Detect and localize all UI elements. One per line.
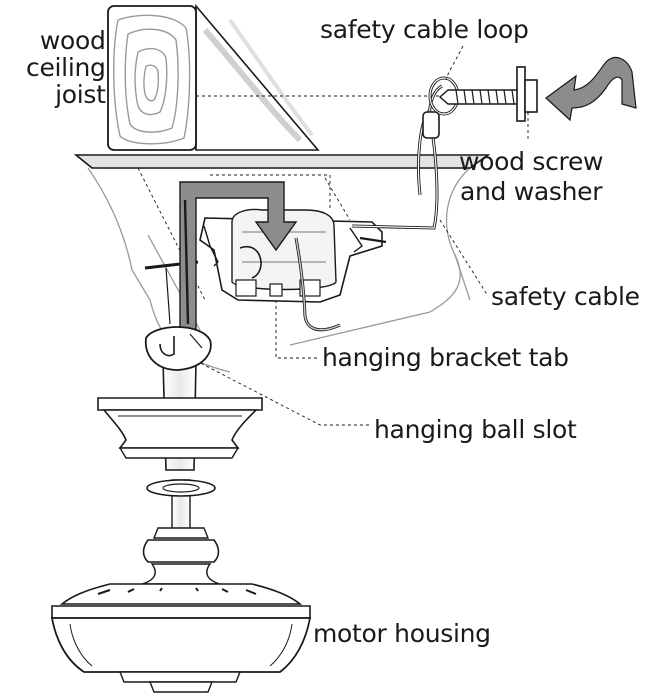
safety-cable xyxy=(351,76,460,230)
wood-grain-rings xyxy=(113,14,191,145)
label-safety-cable-loop: safety cable loop xyxy=(320,15,529,44)
leader-lines xyxy=(196,45,529,140)
hanging-bracket xyxy=(144,208,387,332)
canopy xyxy=(97,397,263,459)
coupling-ring xyxy=(146,479,216,497)
label-motor-housing: motor housing xyxy=(313,619,491,648)
hanging-ball xyxy=(144,326,212,371)
motor-housing xyxy=(50,527,312,693)
washer-icon xyxy=(516,66,526,122)
wood-ceiling-joist xyxy=(107,3,320,151)
label-wood-ceiling-joist: wood ceiling joist xyxy=(26,26,106,109)
label-hanging-ball-slot: hanging ball slot xyxy=(374,415,577,444)
curved-turn-arrow-icon xyxy=(545,57,637,122)
downward-arrow-icon xyxy=(179,181,298,331)
guide-lines xyxy=(137,95,489,426)
wood-screw xyxy=(438,66,538,122)
label-safety-cable: safety cable xyxy=(491,282,640,311)
label-wood-screw-and-washer: wood screw and washer xyxy=(459,147,604,206)
label-hanging-bracket-tab: hanging bracket tab xyxy=(322,343,569,372)
ceiling-surface xyxy=(73,154,491,169)
